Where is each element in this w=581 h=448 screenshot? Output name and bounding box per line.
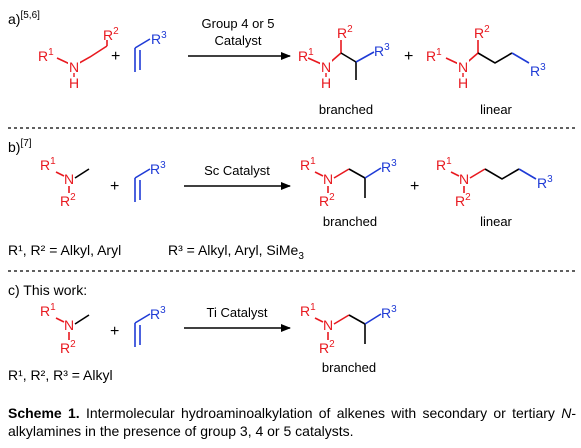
panel-a-linear-product: R1 N H R2 R3 linear bbox=[426, 24, 546, 117]
amine-h: H bbox=[69, 75, 79, 91]
panel-b: b)[7] R1 N R2 + R3 Sc Catalyst R1 bbox=[8, 138, 553, 262]
r2-label: R2 bbox=[103, 26, 119, 43]
caption-text: Intermolecular hydroaminoalkylation of a… bbox=[79, 405, 562, 421]
catalyst-line-2: Catalyst bbox=[215, 33, 262, 48]
amine-h: H bbox=[458, 75, 468, 91]
r1-label: R1 bbox=[298, 47, 314, 64]
amine-n: N bbox=[64, 171, 74, 187]
amine-n: N bbox=[321, 59, 331, 75]
r2-label: R2 bbox=[455, 192, 471, 209]
panel-a-amine: R1 N H R2 bbox=[38, 26, 119, 91]
substituents-right: R³ = Alkyl, Aryl, SiMe3 bbox=[168, 242, 304, 262]
panel-a: a)[5,6] R1 N H R2 + R3 Group 4 or 5 Cata… bbox=[8, 10, 546, 117]
panel-c-amine: R1 N R2 bbox=[40, 302, 90, 356]
amine-n: N bbox=[323, 171, 333, 187]
r2-label: R2 bbox=[474, 24, 490, 41]
r3-label: R3 bbox=[374, 42, 390, 59]
r2-label: R2 bbox=[319, 192, 335, 209]
panel-c-alkene: R3 bbox=[134, 305, 166, 347]
r2-label: R2 bbox=[337, 24, 353, 41]
reaction-scheme: a)[5,6] R1 N H R2 + R3 Group 4 or 5 Cata… bbox=[8, 10, 575, 383]
label-linear: linear bbox=[480, 214, 512, 229]
catalyst-label: Ti Catalyst bbox=[207, 305, 268, 320]
panel-c: c) This work: R1 N R2 + R3 Ti Catalyst R… bbox=[8, 282, 397, 383]
caption-italic: N bbox=[561, 405, 572, 421]
amine-n: N bbox=[69, 59, 79, 75]
r1-label: R1 bbox=[300, 302, 316, 319]
r3-label: R3 bbox=[530, 62, 546, 79]
r3-label: R3 bbox=[381, 304, 397, 321]
r1-label: R1 bbox=[300, 156, 316, 173]
r3-label: R3 bbox=[151, 30, 167, 47]
panel-b-branched-product: R1 N R2 R3 branched bbox=[300, 156, 397, 229]
r1-label: R1 bbox=[40, 156, 56, 173]
scheme-caption: Scheme 1. Intermolecular hydroaminoalkyl… bbox=[8, 404, 576, 440]
plus-sign: + bbox=[110, 178, 119, 195]
r1-label: R1 bbox=[426, 47, 442, 64]
catalyst-line-1: Group 4 or 5 bbox=[202, 16, 275, 31]
plus-sign: + bbox=[111, 48, 120, 65]
label-branched: branched bbox=[319, 102, 373, 117]
panel-a-alkene: R3 bbox=[134, 30, 167, 72]
panel-b-alkene: R3 bbox=[134, 160, 166, 202]
amine-n: N bbox=[458, 59, 468, 75]
panel-b-label: b)[7] bbox=[8, 138, 32, 155]
panel-a-branched-product: R1 N H R2 R3 branched bbox=[298, 24, 390, 117]
substituents: R¹, R², R³ = Alkyl bbox=[8, 367, 113, 383]
r2-label: R2 bbox=[319, 339, 335, 356]
label-branched: branched bbox=[323, 214, 377, 229]
plus-sign: + bbox=[410, 178, 419, 195]
catalyst-label: Sc Catalyst bbox=[204, 163, 270, 178]
plus-sign: + bbox=[110, 323, 119, 340]
r1-label: R1 bbox=[38, 47, 54, 64]
substituents-left: R¹, R² = Alkyl, Aryl bbox=[8, 242, 121, 258]
panel-b-amine: R1 N R2 bbox=[40, 156, 90, 209]
r3-label: R3 bbox=[150, 160, 166, 177]
panel-a-label: a)[5,6] bbox=[8, 10, 40, 27]
r3-label: R3 bbox=[150, 305, 166, 322]
caption-label: Scheme 1. bbox=[8, 405, 80, 421]
label-branched: branched bbox=[322, 360, 376, 375]
label-linear: linear bbox=[480, 102, 512, 117]
amine-h: H bbox=[321, 75, 331, 91]
panel-c-title: c) This work: bbox=[8, 282, 87, 298]
r3-label: R3 bbox=[537, 174, 553, 191]
amine-n: N bbox=[323, 317, 333, 333]
r2-label: R2 bbox=[60, 192, 76, 209]
amine-n: N bbox=[64, 317, 74, 333]
r1-label: R1 bbox=[436, 156, 452, 173]
amine-n: N bbox=[459, 171, 469, 187]
plus-sign: + bbox=[404, 48, 413, 65]
caption-text-end: -alkylamines in the presence of group 3,… bbox=[8, 405, 576, 439]
r3-label: R3 bbox=[381, 158, 397, 175]
panel-c-branched-product: R1 N R2 R3 branched bbox=[300, 302, 397, 375]
panel-b-linear-product: R1 N R2 R3 linear bbox=[436, 156, 553, 229]
r1-label: R1 bbox=[40, 302, 56, 319]
r2-label: R2 bbox=[60, 339, 76, 356]
